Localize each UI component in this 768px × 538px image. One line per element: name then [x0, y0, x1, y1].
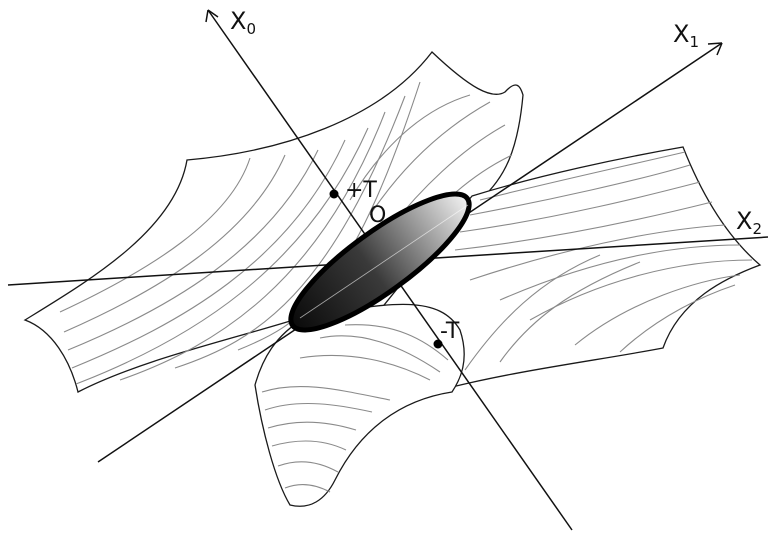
axis-x1-arrowhead [707, 42, 723, 56]
origin-label: O [369, 203, 386, 228]
plus-t-label: +T [345, 178, 377, 203]
axis-x0-arrowhead [205, 9, 219, 23]
minus-t-label: -T [440, 319, 460, 344]
central-ellipse [288, 191, 472, 333]
plus-t-point [329, 189, 339, 199]
lower-sheet [254, 303, 465, 507]
axis-x0-label: X0 [230, 7, 256, 38]
minus-t-point [433, 339, 443, 349]
axis-x2-label: X2 [736, 207, 762, 238]
axis-x1-label: X1 [673, 20, 699, 51]
